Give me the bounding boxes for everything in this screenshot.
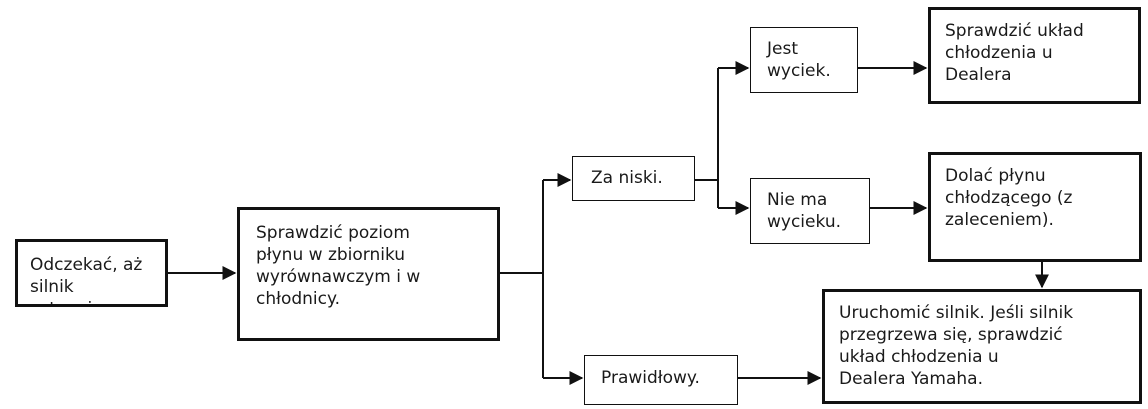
- node-leak: Jest wyciek.: [750, 27, 858, 93]
- node-check-level: Sprawdzić poziom płynu w zbiorniku wyrów…: [237, 207, 500, 341]
- node-start-engine: Uruchomić silnik. Jeśli silnik przegrzew…: [822, 289, 1142, 404]
- node-too-low: Za niski.: [572, 156, 695, 201]
- node-check-dealer: Sprawdzić układ chłodzenia u Dealera: [928, 7, 1141, 104]
- node-add-coolant: Dolać płynu chłodzącego (z zaleceniem).: [928, 152, 1142, 262]
- node-correct: Prawidłowy.: [584, 355, 738, 405]
- node-wait: Odczekać, aż silnik ostygnie.: [15, 239, 168, 307]
- node-no-leak: Nie ma wycieku.: [750, 178, 870, 244]
